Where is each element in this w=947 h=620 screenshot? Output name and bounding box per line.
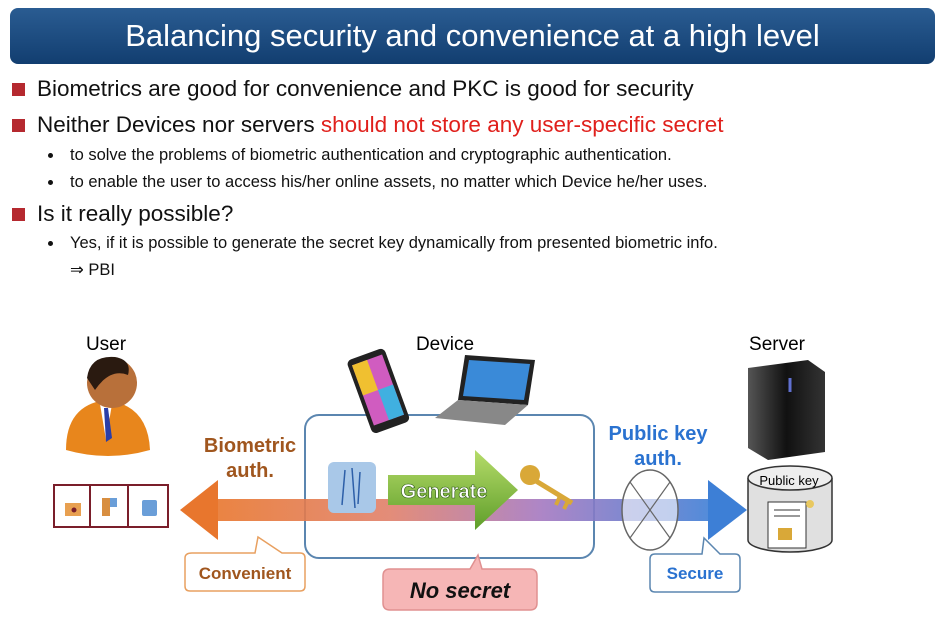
no-secret-label: No secret [410,578,512,603]
user-label: User [86,334,127,355]
bullet-dot [48,180,53,185]
bullet-text: Neither Devices nor servers should not s… [37,112,724,137]
biometric-arrowhead [180,480,218,540]
key-icon [520,465,574,510]
bullet-text: Is it really possible? [37,201,234,226]
user-icon [66,356,150,456]
lock-icon [778,528,792,540]
face-icon [102,498,110,516]
biometric-auth-label-2: auth. [226,460,274,482]
convenient-callout [184,535,306,592]
sub-bullet-text: Yes, if it is possible to generate the s… [70,234,718,252]
public-key-auth-label-2: auth. [634,448,682,470]
vein-icon [142,500,157,516]
bullet-text: Biometrics are good for convenience and … [37,76,694,101]
public-key-database-icon [747,465,833,553]
bullet-marker [12,208,25,221]
smartphone-icon [347,348,410,434]
laptop-icon [435,355,535,425]
vein-sensor-icon [328,462,376,513]
slide-title: Balancing security and convenience at a … [10,8,935,64]
public-key-arrowhead [708,480,747,540]
sub-bullet-text: ⇒ PBI [70,261,116,279]
sub-bullet-text: to solve the problems of biometric authe… [70,146,672,164]
server-icon [748,360,825,460]
no-secret-callout [382,553,538,611]
secure-callout [649,536,741,593]
blocked-circle-icon [621,469,679,551]
convenient-label: Convenient [199,564,292,583]
bullet-marker [12,83,25,96]
public-key-store-label: Public key [759,473,819,488]
biometric-modalities [53,484,169,528]
bullet-marker [12,119,25,132]
sub-bullet-text: to enable the user to access his/her onl… [70,173,708,191]
generate-label: Generate [401,481,488,503]
bullet-dot [48,241,53,246]
biometric-auth-label-1: Biometric [204,435,296,457]
public-key-auth-label-1: Public key [609,423,709,445]
generate-arrow [388,450,518,530]
secure-label: Secure [667,564,724,583]
bullet-dot [48,153,53,158]
highlight-text: should not store any user-specific secre… [320,112,724,137]
device-label: Device [416,334,474,355]
server-label: Server [749,334,806,355]
